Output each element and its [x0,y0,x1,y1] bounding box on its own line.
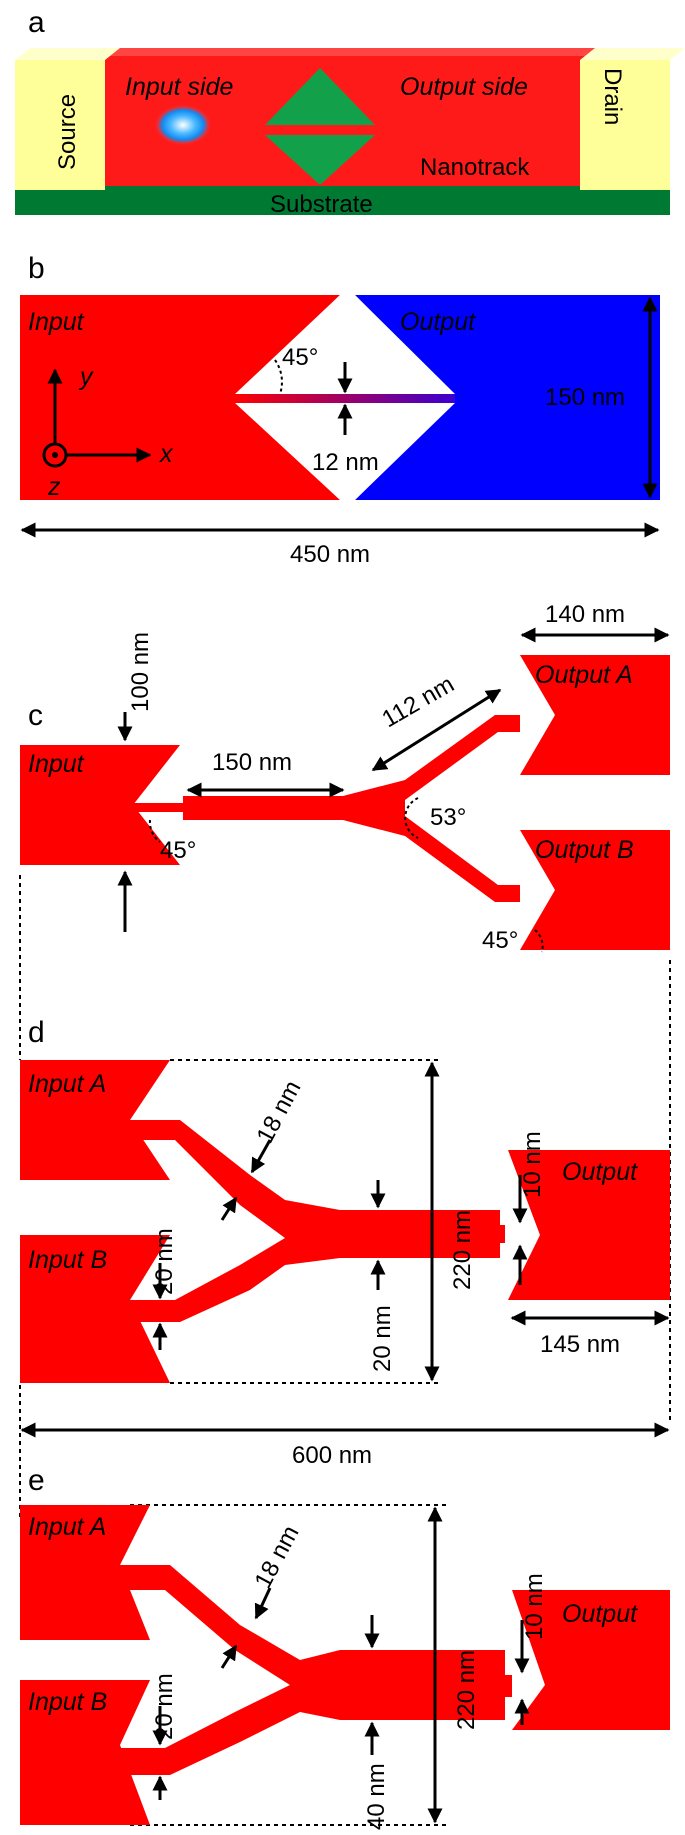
d20-left-label: 20 nm [151,1673,178,1740]
output-label: Output [562,1158,638,1186]
input-neck [133,803,183,812]
output-b-block [520,830,670,950]
notch-top [235,295,455,394]
panel-d: d Input A Input B Output 18 nm 20 nm 20 … [19,1016,670,1520]
panel-label-b: b [28,252,45,285]
panel-label-d: d [28,1016,45,1049]
d18-arrow-bottom [220,1644,238,1669]
output-label: Output [400,308,476,336]
output-block [508,1150,670,1300]
input-label: Input [28,308,85,336]
axis-y-label: y [78,363,94,391]
d40-label: 40 nm [363,1763,390,1830]
d10-label: 10 nm [521,1573,548,1640]
axis-x-label: x [159,440,174,468]
notch-bottom [235,403,455,500]
input-a-label: Input A [28,1070,106,1098]
d20-mid-label: 20 nm [369,1305,396,1372]
drain-electrode [580,60,670,190]
d100-label: 100 nm [127,632,154,712]
output-block [512,1590,670,1730]
input-side-label: Input side [125,73,233,101]
notch-top [265,68,375,125]
nanotrack-label: Nanotrack [420,154,530,181]
input-track [183,796,343,820]
output-a-label: Output A [535,661,633,689]
d10-label: 10 nm [519,1131,546,1198]
skyrmion [155,105,211,145]
d18-arrow-top [254,1587,272,1620]
a45-right-arc [534,929,544,953]
d112-arrow [371,688,502,772]
input-label: Input [28,750,85,778]
substrate-layer [15,185,670,215]
merge-junction [120,1565,512,1775]
input-b-block [20,1680,150,1825]
notch-bottom [265,135,375,185]
output-side-label: Output side [400,73,528,101]
d220-label: 220 nm [449,1210,476,1290]
d140-label: 140 nm [545,601,625,628]
panel-label-a: a [28,6,45,39]
angle-arc [274,359,283,395]
d20-left-label: 20 nm [151,1228,178,1295]
input-b-label: Input B [28,1688,107,1716]
input-a-block [20,1505,150,1640]
d150-label: 150 nm [212,749,292,776]
d18-label: 18 nm [249,1521,304,1593]
nanotrack-top [90,48,595,56]
source-top [15,48,120,60]
panel-label-c: c [28,699,43,732]
panel-label-e: e [28,1464,45,1497]
d220-label: 220 nm [453,1650,480,1730]
merge-junction [130,1120,505,1322]
input-b-block [20,1235,170,1383]
a45-left-label: 45° [160,837,196,864]
substrate-label: Substrate [270,191,373,218]
a53-label: 53° [430,804,466,831]
d18-arrow-bottom [220,1196,238,1221]
gap-channel [235,394,455,403]
y-junction [343,715,520,902]
input-a-block [20,1060,170,1180]
height-label: 150 nm [545,384,625,411]
output-region [355,295,660,500]
width-label: 450 nm [290,541,370,568]
input-region [20,295,340,500]
panel-c: c Input Output A Output B 100 nm 150 nm … [19,601,671,1420]
d600-label: 600 nm [292,1442,372,1469]
drain-label: Drain [599,68,626,125]
source-label: Source [54,94,81,170]
d145-label: 145 nm [540,1331,620,1358]
drain-top [580,48,685,60]
a45-right-label: 45° [482,927,518,954]
input-block [20,745,180,865]
a53-arc [404,797,419,839]
span-600: 600 nm [20,1422,670,1469]
gap-label: 12 nm [312,449,379,476]
panel-a: a Source Drain Input side Output side Na… [15,6,685,218]
input-a-label: Input A [28,1513,106,1541]
output-label: Output [562,1600,638,1628]
axis-z-label: z [47,473,61,501]
panel-b: b Input Output 45° 12 nm y x z 150 nm 45… [20,252,660,568]
a45-left-arc [148,819,161,843]
output-a-block [520,655,670,775]
input-b-label: Input B [28,1246,107,1274]
source-electrode [15,60,105,190]
panel-e: e Input A Input B Output 18 nm 20 nm 40 … [20,1464,670,1830]
d18-label: 18 nm [251,1076,306,1148]
angle-label: 45° [282,344,318,371]
output-b-label: Output B [535,836,634,864]
d18-arrow-top [250,1139,272,1174]
z-axis-dot [52,452,58,458]
